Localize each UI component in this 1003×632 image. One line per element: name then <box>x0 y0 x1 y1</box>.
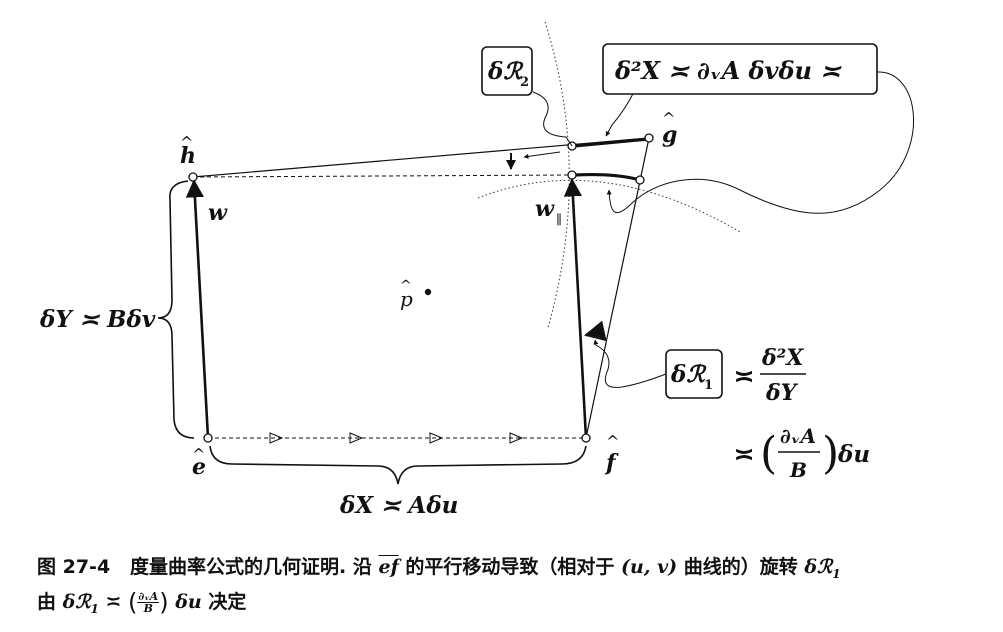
caption-text-2b: 决定 <box>208 590 247 613</box>
point-w-parallel-tip <box>567 170 577 180</box>
caption-eq-du: δu <box>175 590 202 613</box>
label-h: h ^ <box>180 133 196 169</box>
label-g: g ^ <box>662 109 677 148</box>
svg-text:δY: δY <box>765 380 799 406</box>
figure-caption: 图 27-4 度量曲率公式的几何证明. 沿 ef 的平行移动导致（相对于 (u,… <box>37 553 967 623</box>
leader-dR1 <box>593 339 667 388</box>
caption-uv: (u, v) <box>621 556 678 578</box>
svg-text:^: ^ <box>192 445 205 464</box>
vector-w <box>185 179 210 439</box>
caption-text-1b: 的平行移动导致（相对于 <box>405 556 615 578</box>
transport-marker-3 <box>429 432 444 444</box>
svg-text:∂ᵥA: ∂ᵥA <box>780 424 816 448</box>
caption-path-ef: ef <box>378 556 399 578</box>
vector-w-parallel <box>563 178 588 439</box>
svg-text:p: p <box>400 287 413 311</box>
label-w: w <box>208 200 228 226</box>
leader-top-box-right <box>606 71 914 214</box>
paren-right: ) <box>822 428 839 479</box>
brace-delta-y <box>157 180 195 439</box>
point-e <box>203 433 213 443</box>
u-curve-arc <box>477 179 741 233</box>
caption-rotation: δℛ1 <box>804 556 841 581</box>
paren-left: ( <box>760 428 777 479</box>
svg-text:δℛ: δℛ <box>487 58 524 85</box>
svg-text:1: 1 <box>704 378 713 393</box>
point-p <box>424 288 432 296</box>
brace-delta-x <box>209 445 587 485</box>
leader-dR2 <box>532 91 573 147</box>
transport-marker-4 <box>509 432 524 444</box>
point-h <box>188 172 198 182</box>
caption-text-2a: 由 <box>37 590 57 613</box>
svg-text:δℛ: δℛ <box>670 361 707 388</box>
thick-segment-lower <box>574 172 641 182</box>
label-dR1: δℛ 1 <box>670 361 713 393</box>
geometry-diagram: h ^ e ^ f ^ g ^ p ^ w w ∥ δY ≍ Bδv δX ≍ … <box>39 21 914 519</box>
point-f <box>581 433 591 443</box>
svg-text:2: 2 <box>520 75 529 90</box>
label-delta-y: δY ≍ Bδv <box>39 306 156 333</box>
svg-text:h: h <box>180 143 196 169</box>
fraction-dvA-B: ∂ᵥA B <box>778 424 820 482</box>
box-top-formula <box>602 43 878 95</box>
dashed-top-edge <box>192 174 573 178</box>
caption-text-1a: 度量曲率公式的几何证明. 沿 <box>130 556 372 578</box>
fraction-d2x-dy: δ²X δY <box>760 345 806 406</box>
line-f-to-g <box>585 137 650 439</box>
label-dR2: δℛ 2 <box>487 58 529 90</box>
svg-text:e: e <box>192 454 206 480</box>
figure-label: 图 27-4 <box>37 556 111 578</box>
point-lower-arc-end <box>635 175 645 185</box>
label-p: p ^ <box>400 278 413 311</box>
label-asymp-1: ≍ <box>734 361 754 390</box>
transport-marker-1 <box>269 432 284 444</box>
label-delta-x: δX ≍ Aδu <box>339 492 458 519</box>
rotation-arrow-r1 <box>583 320 607 342</box>
box-dR2 <box>481 46 533 96</box>
caption-line-1: 图 27-4 度量曲率公式的几何证明. 沿 ef 的平行移动导致（相对于 (u,… <box>37 553 967 588</box>
point-g <box>644 133 654 143</box>
leader-dR2-arrow <box>523 151 561 159</box>
label-top-formula: δ²X ≍ ∂ᵥA δvδu ≍ <box>614 56 842 85</box>
label-asymp-2: ≍ <box>734 439 754 468</box>
svg-text:^: ^ <box>400 278 412 294</box>
svg-text:w: w <box>535 196 555 222</box>
transport-marker-2 <box>349 432 364 444</box>
box-dR1 <box>665 349 723 399</box>
caption-eq-asymp: ≍ <box>105 590 122 613</box>
label-w-parallel: w ∥ <box>535 196 562 228</box>
svg-text:B: B <box>789 458 807 482</box>
label-du: δu <box>837 441 870 468</box>
svg-text:^: ^ <box>180 133 193 152</box>
svg-text:∥: ∥ <box>556 213 562 228</box>
svg-text:g: g <box>662 122 677 148</box>
label-e: e ^ <box>192 445 206 480</box>
svg-text:f: f <box>604 450 619 476</box>
label-f: f ^ <box>604 432 619 476</box>
caption-eq-lhs: δℛ1 <box>62 590 99 616</box>
svg-text:^: ^ <box>662 109 675 128</box>
svg-text:^: ^ <box>606 432 619 451</box>
svg-text:δ²X: δ²X <box>761 345 804 371</box>
leader-top-box <box>605 89 636 137</box>
caption-text-1c: 曲线的）旋转 <box>683 556 798 578</box>
thick-segment-upper <box>573 137 649 148</box>
